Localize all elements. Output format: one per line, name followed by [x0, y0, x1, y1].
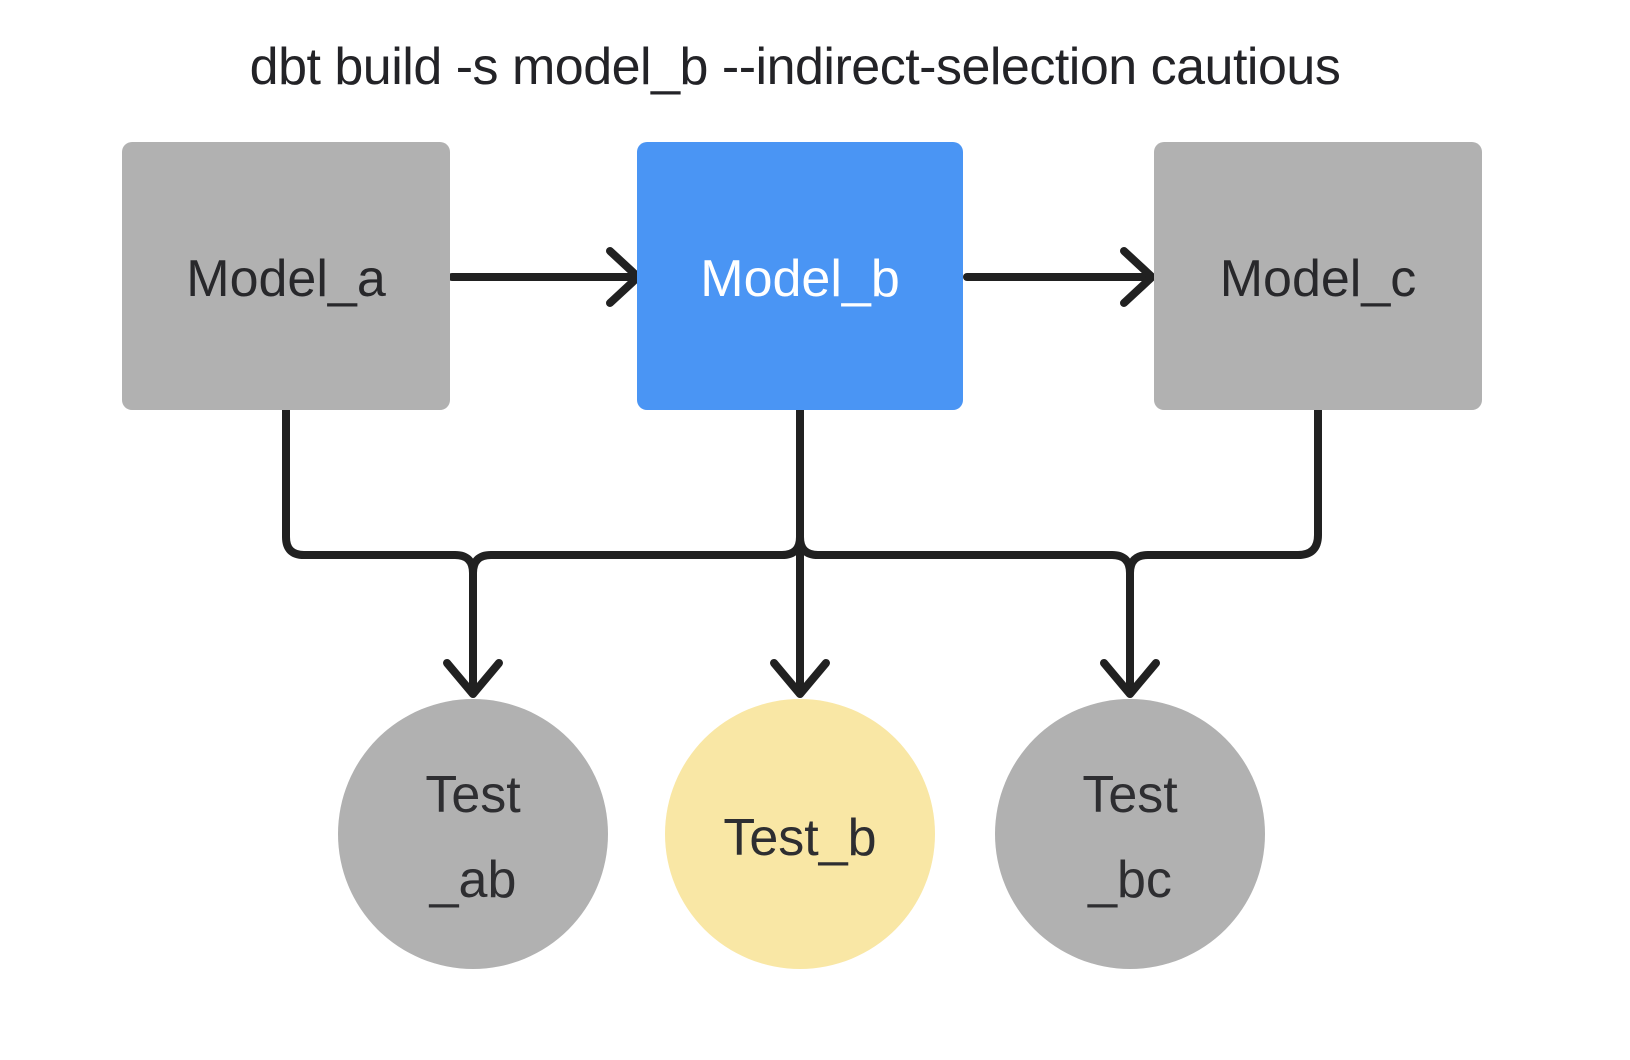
model-a-node	[122, 142, 450, 410]
test-bc-node	[995, 699, 1265, 969]
test-nodes: Test _ab Test_b Test _bc	[338, 699, 1265, 969]
model-nodes: Model_a Model_b Model_c	[122, 142, 1482, 410]
edge-group	[282, 247, 1322, 698]
diagram-title: dbt build -s model_b --indirect-selectio…	[250, 38, 1341, 96]
model-c-label: Model_c	[1220, 250, 1417, 308]
model-a-label: Model_a	[186, 250, 386, 308]
model-b-node-selected	[637, 142, 963, 410]
arrowhead-down-icon	[443, 659, 503, 698]
test-b-label: Test_b	[723, 809, 876, 867]
arrowhead-down-icon	[1100, 659, 1160, 698]
edge-model-c-to-test-bc	[1126, 406, 1322, 697]
test-bc-label-line2: _bc	[1087, 851, 1172, 909]
arrowhead-down-icon	[770, 659, 830, 698]
test-ab-label-line1: Test	[425, 766, 521, 824]
arrowhead-right-icon	[1120, 247, 1156, 307]
model-b-label: Model_b	[700, 250, 899, 308]
edge-model-b-to-test-bc	[796, 406, 1134, 697]
test-bc-label-line1: Test	[1082, 766, 1178, 824]
test-ab-node	[338, 699, 608, 969]
test-b-node-selected	[665, 699, 935, 969]
edge-model-b-to-test-ab	[469, 406, 804, 697]
model-c-node	[1154, 142, 1482, 410]
test-ab-label-line2: _ab	[429, 851, 517, 909]
edge-model-a-to-test-ab	[282, 406, 477, 697]
